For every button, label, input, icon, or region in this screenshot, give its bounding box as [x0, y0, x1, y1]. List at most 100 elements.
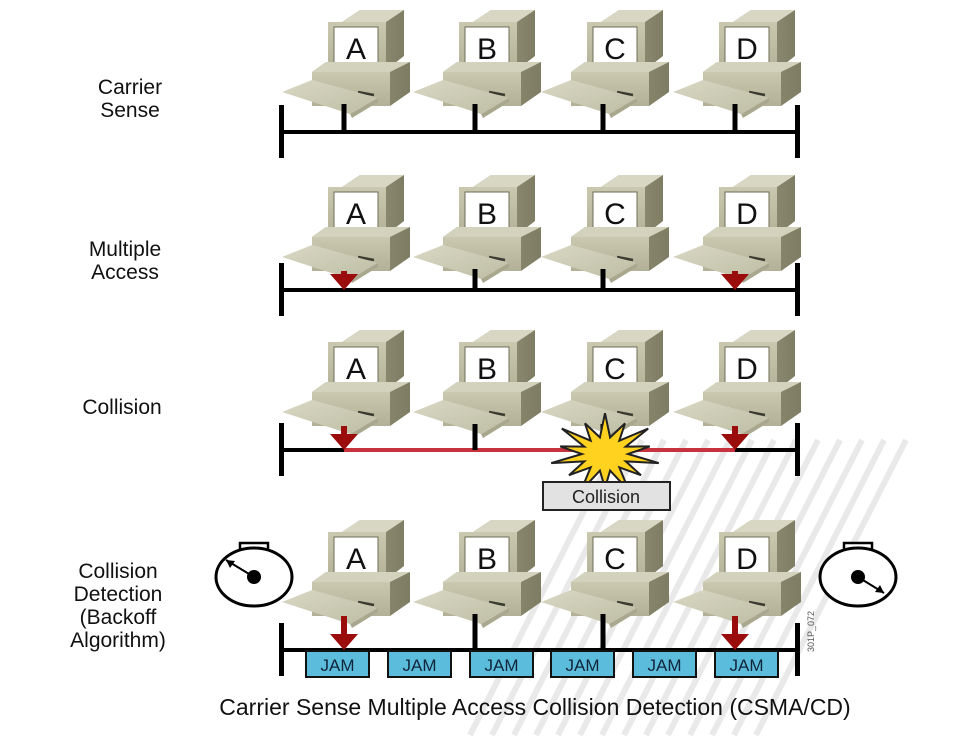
monitor-top — [733, 10, 795, 22]
arrow-shaft — [732, 426, 738, 436]
station-letter: B — [477, 198, 497, 231]
monitor-top — [473, 175, 535, 187]
station-letter: C — [604, 198, 626, 231]
keyboard-edge — [481, 418, 509, 438]
keyboard-edge — [741, 263, 769, 283]
monitor-top — [473, 520, 535, 532]
drop-line — [472, 104, 478, 132]
keyboard — [413, 400, 509, 434]
monitor-top — [733, 330, 795, 342]
drive-slot — [488, 255, 506, 262]
bus-terminator-right — [795, 423, 800, 476]
drop-line — [600, 614, 606, 650]
keyboard — [673, 80, 769, 114]
drive-slot — [488, 410, 506, 417]
monitor-top — [601, 330, 663, 342]
station-letter: D — [736, 33, 758, 66]
jam-label: JAM — [403, 656, 437, 675]
base-top — [312, 572, 410, 582]
bus-line — [281, 130, 797, 134]
drop-line — [341, 104, 347, 132]
station-letter: C — [604, 33, 626, 66]
arrow-shaft — [341, 426, 347, 436]
computer-icon: B — [413, 175, 541, 283]
figure-code: 301P_072 — [806, 611, 816, 652]
arrow-shaft — [732, 616, 738, 636]
label-line: Carrier — [97, 76, 163, 99]
computer-icon: C — [541, 330, 669, 438]
base-top — [571, 572, 669, 582]
bus-terminator-right — [795, 105, 800, 158]
keyboard-edge — [481, 608, 509, 628]
base-top — [571, 62, 669, 72]
keyboard-edge — [481, 263, 509, 283]
base-top — [703, 382, 801, 392]
arrow-down-icon — [330, 274, 358, 290]
collision-label-box — [542, 481, 671, 511]
label-line: Access — [91, 261, 159, 284]
keyboard-edge — [350, 263, 378, 283]
monitor-screen — [464, 536, 510, 576]
computer-icon: D — [673, 520, 801, 628]
computer-icon: A — [282, 175, 410, 283]
station-letter: A — [346, 543, 366, 576]
drive-slot — [748, 90, 766, 97]
monitor-top — [342, 520, 404, 532]
monitor-screen — [592, 191, 638, 231]
arrow-shaft — [341, 616, 347, 636]
monitor-top — [473, 330, 535, 342]
base-top — [571, 382, 669, 392]
keyboard-edge — [350, 98, 378, 118]
watermark-stroke — [731, 438, 887, 737]
computer-icon: A — [282, 330, 410, 438]
drive-slot — [357, 600, 375, 607]
keyboard-edge — [350, 418, 378, 438]
keyboard — [673, 590, 769, 624]
base-top — [312, 382, 410, 392]
jam-signal-box — [305, 650, 370, 678]
monitor-screen — [724, 26, 770, 66]
figure-caption: Carrier Sense Multiple Access Collision … — [219, 694, 851, 720]
keyboard-edge — [609, 98, 637, 118]
arrow-down-icon — [721, 434, 749, 450]
station-letter: D — [736, 198, 758, 231]
jam-signal-box — [550, 650, 615, 678]
monitor-top — [601, 175, 663, 187]
drive-slot — [488, 90, 506, 97]
jam-label: JAM — [730, 656, 764, 675]
drive-slot — [748, 410, 766, 417]
computer-icon: B — [413, 520, 541, 628]
station-letter: B — [477, 543, 497, 576]
computer-icon: A — [282, 10, 410, 118]
drive-slot — [616, 410, 634, 417]
drive-slot — [748, 255, 766, 262]
stopwatch-hand-tip — [226, 560, 235, 568]
station-letter: C — [604, 543, 626, 576]
monitor-screen — [464, 346, 510, 386]
stopwatch-icon — [818, 541, 898, 608]
network-row-1: A B C D — [279, 175, 801, 316]
arrow-down-icon — [721, 274, 749, 290]
computer-icon: D — [673, 330, 801, 438]
jam-signal-box — [387, 650, 452, 678]
base-top — [703, 62, 801, 72]
computer-icon: B — [413, 10, 541, 118]
bus-terminator-right — [795, 623, 800, 676]
label-line: Detection — [73, 583, 163, 606]
keyboard — [282, 245, 378, 279]
computer-icon: C — [541, 520, 669, 628]
keyboard — [413, 590, 509, 624]
drive-slot — [488, 600, 506, 607]
base-top — [703, 572, 801, 582]
monitor-screen — [592, 346, 638, 386]
keyboard — [673, 400, 769, 434]
jam-label: JAM — [485, 656, 519, 675]
computer-icon: B — [413, 330, 541, 438]
keyboard — [282, 590, 378, 624]
station-letter: A — [346, 33, 366, 66]
monitor-screen — [592, 26, 638, 66]
keyboard-edge — [741, 98, 769, 118]
station-letter: B — [477, 33, 497, 66]
base-top — [443, 572, 541, 582]
jam-signal-box — [714, 650, 779, 678]
